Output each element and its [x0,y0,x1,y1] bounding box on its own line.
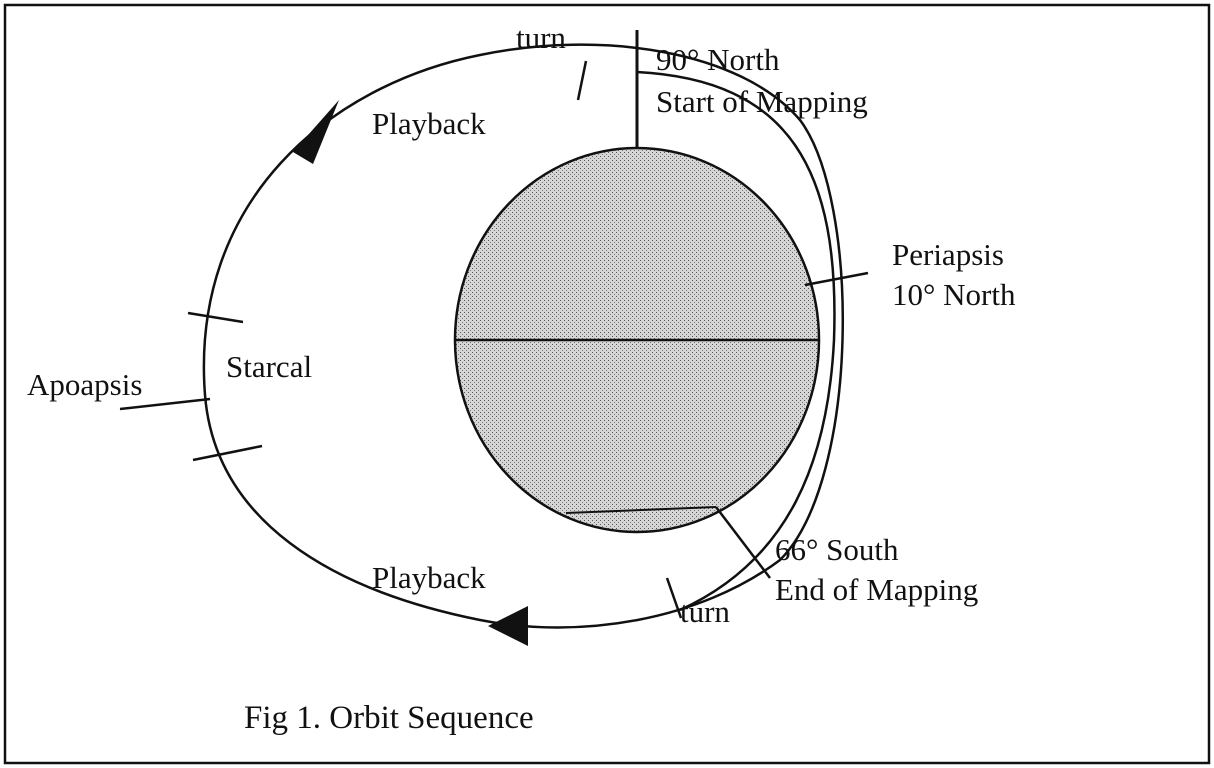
turn-bottom-label: turn [680,594,730,629]
playback-bottom-label: Playback [372,560,486,595]
periapsis-track [636,70,836,612]
south-mapping-tick [715,506,771,579]
starcal-top-tick [187,311,244,324]
apoapsis-tick [119,397,211,411]
periapsis-label-line1: Periapsis [892,237,1004,272]
periapsis-label-line2: 10° North [892,277,1016,312]
south-label-line1: 66° South [775,532,899,567]
turn-bottom-tick [665,577,683,619]
south-mapping-chord [565,506,717,514]
figure-frame [3,3,1211,765]
south-label-line2: End of Mapping [775,572,978,607]
north-label-line2: Start of Mapping [656,84,868,119]
direction-arrow-top [293,100,339,164]
periapsis-tick [804,271,869,287]
orbit-path [202,43,844,629]
turn-top-tick [576,60,588,101]
direction-arrow-bottom [488,606,528,646]
playback-top-label: Playback [372,106,486,141]
figure-caption: Fig 1. Orbit Sequence [244,700,534,736]
apoapsis-label: Apoapsis [27,367,142,402]
starcal-bottom-tick [192,444,263,462]
north-label-line1: 90° North [656,42,780,77]
turn-top-label: turn [516,20,566,55]
starcal-label: Starcal [226,349,312,384]
